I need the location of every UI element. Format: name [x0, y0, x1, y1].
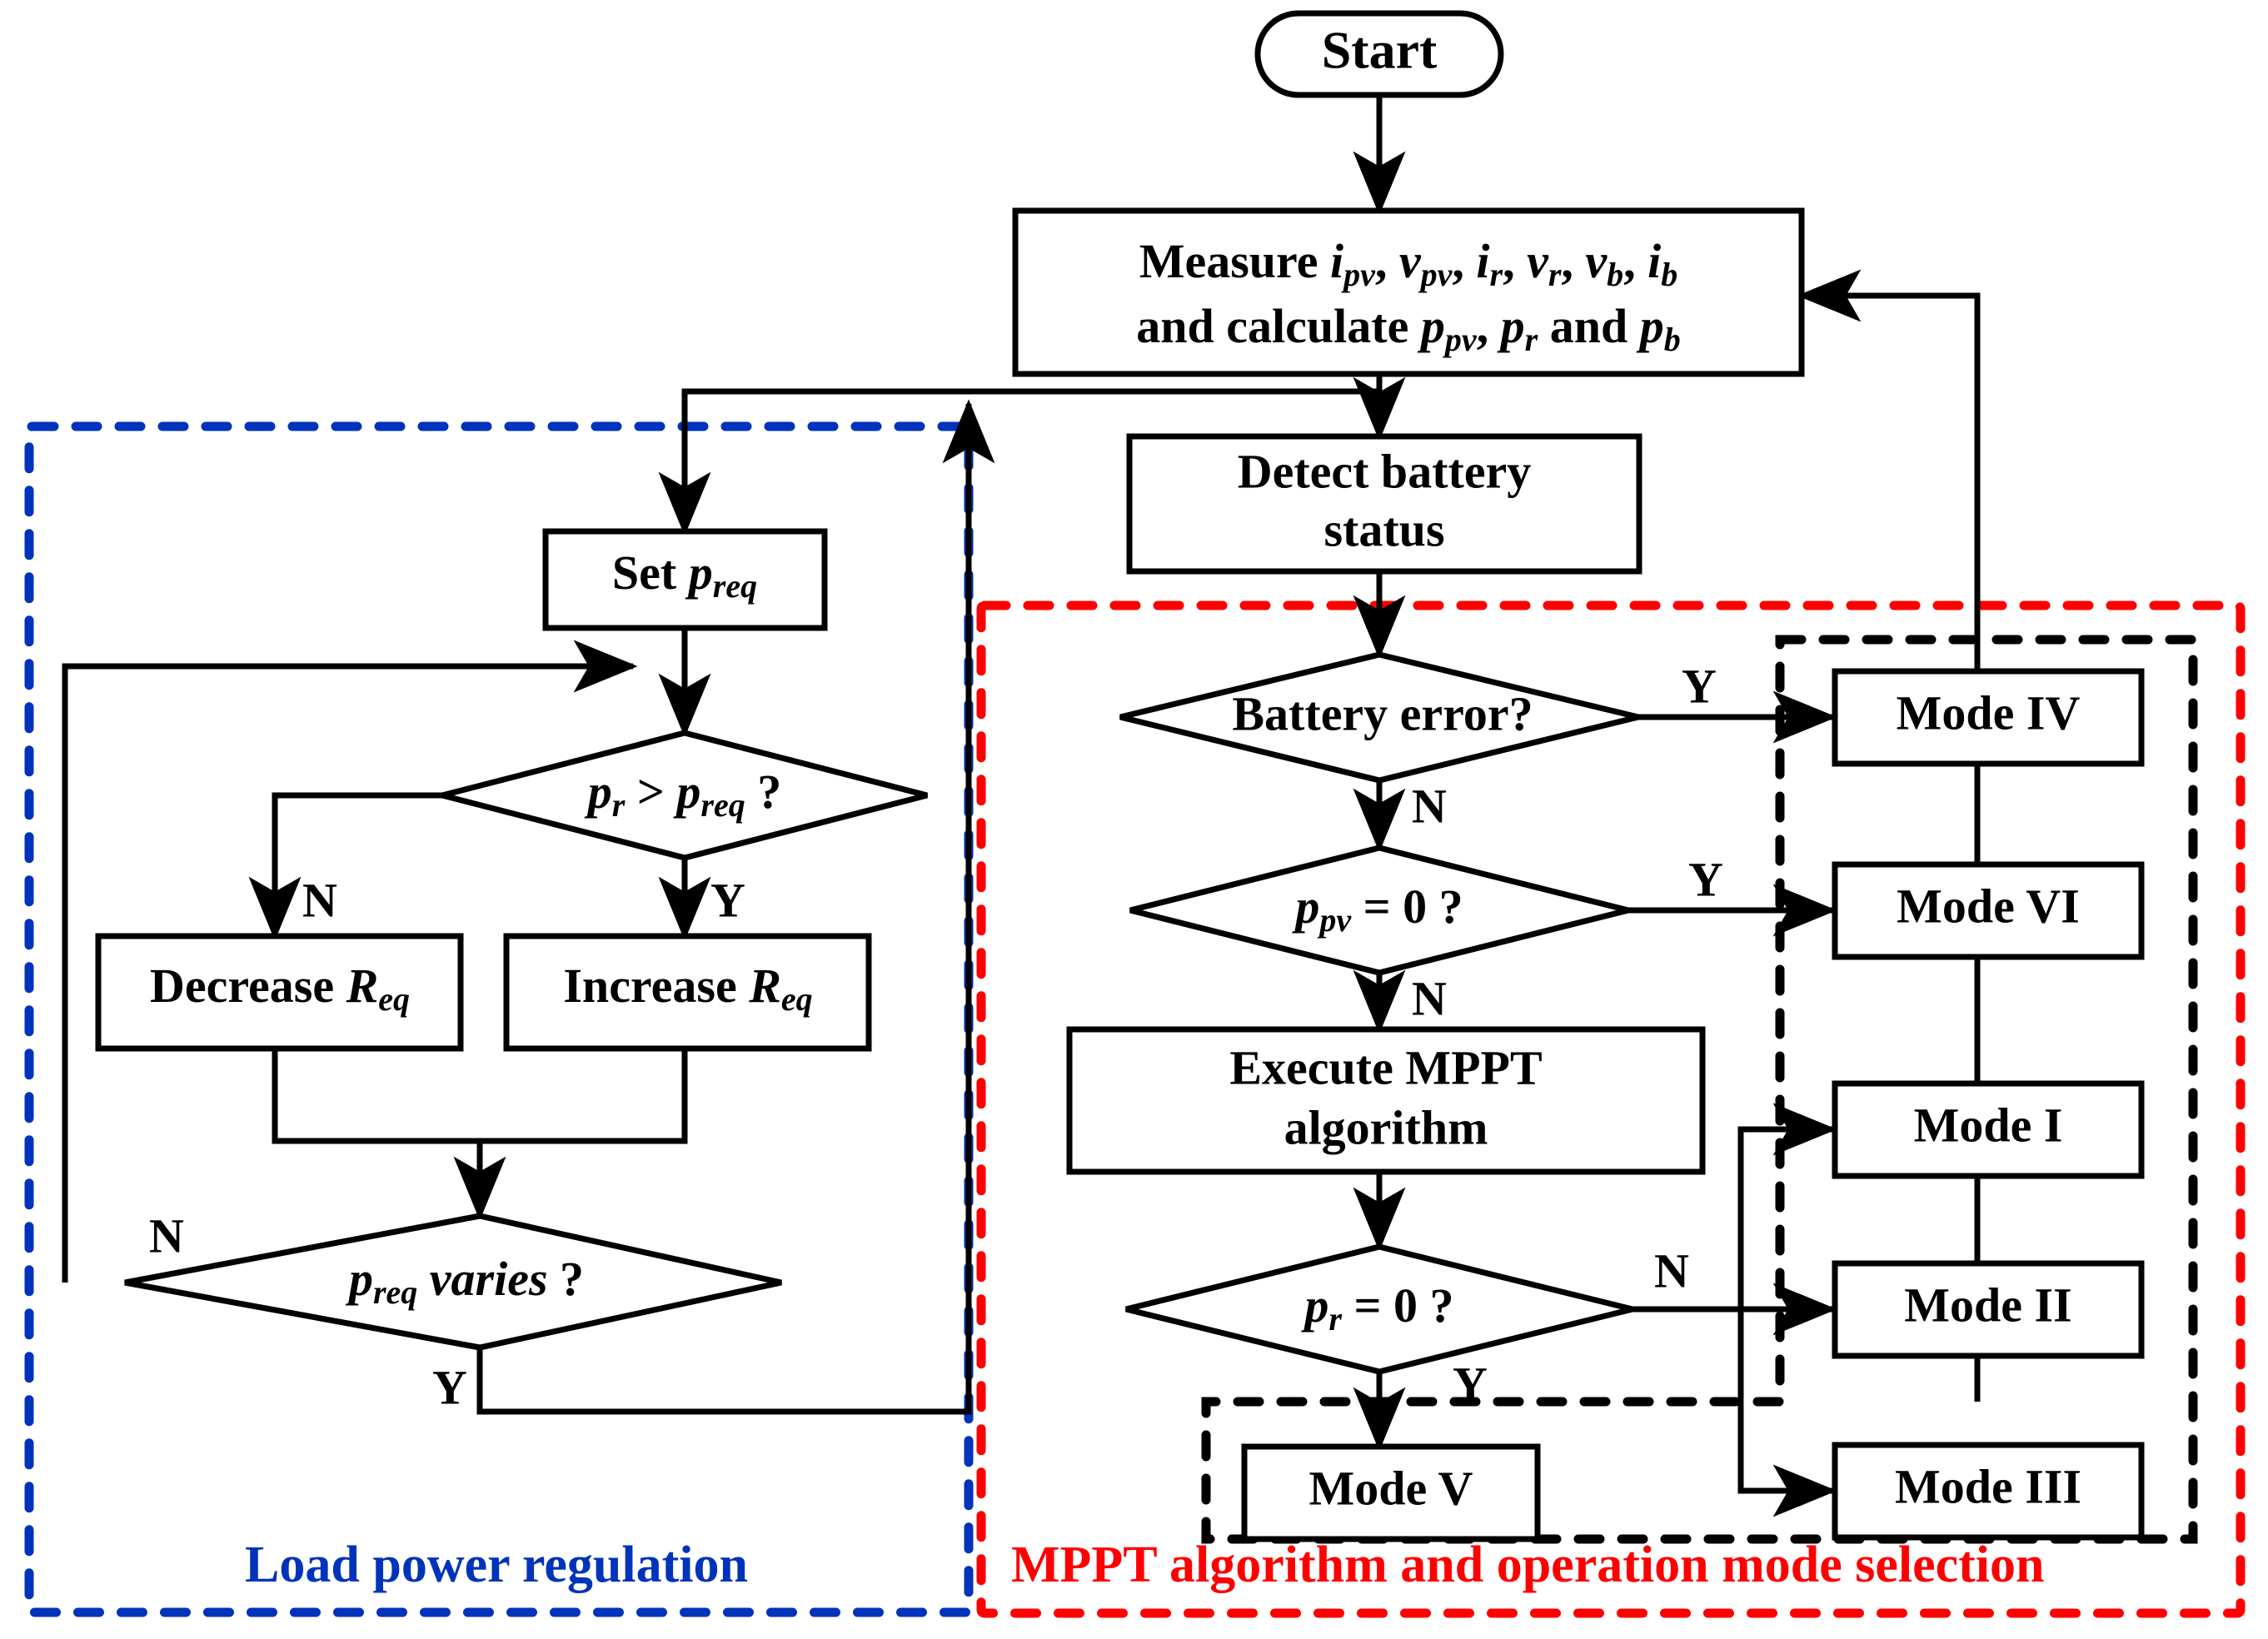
branch-label-pr-zero-yes: Y	[1453, 1357, 1488, 1411]
node-ppv-zero[interactable]	[1129, 844, 1629, 976]
set-prefix: Set	[612, 546, 689, 600]
node-decrease-req-label: Decrease Req	[150, 959, 410, 1018]
branch-label-preq-varies-yes: Y	[432, 1360, 467, 1414]
branch-label-ppv-zero-yes: Y	[1688, 852, 1723, 906]
node-pr-zero[interactable]	[1125, 1243, 1633, 1375]
node-mode-vi-label: Mode VI	[1897, 879, 2080, 933]
pv-tail: ?	[548, 1252, 585, 1306]
pr-sub: r	[1328, 1300, 1342, 1338]
measure-word: Measure	[1139, 234, 1318, 288]
inc-sub: eq	[781, 980, 813, 1018]
pv-mid: varies	[417, 1252, 547, 1306]
prgt-sub1: r	[612, 786, 626, 824]
ppv-tail: = 0 ?	[1351, 879, 1463, 934]
group-box-mppt	[976, 600, 2246, 1618]
node-decrease-req[interactable]	[95, 933, 464, 1052]
node-mode-i-label: Mode I	[1914, 1098, 2063, 1152]
pv-base: p	[345, 1252, 373, 1306]
node-ppv-zero-label: ppv = 0 ?	[1291, 879, 1463, 939]
node-preq-varies[interactable]	[124, 1213, 782, 1351]
node-mode-v[interactable]	[1241, 1443, 1541, 1542]
node-pr-gt-preq[interactable]	[441, 730, 928, 861]
node-set-preq[interactable]	[542, 528, 828, 631]
node-execute-mppt-line1: Execute MPPT	[1229, 1040, 1542, 1094]
node-preq-varies-label: preq varies ?	[345, 1252, 584, 1311]
prgt-base1: p	[584, 765, 612, 819]
branch-label-pr-zero-no: N	[1654, 1243, 1689, 1298]
and-calculate-word: and calculate	[1136, 299, 1408, 353]
connector-merge-decrease-increase	[272, 1049, 688, 1144]
prgt-mid: >	[625, 765, 676, 819]
ppv-sub: pv	[1317, 901, 1352, 939]
branch-label-pr-gt-preq-no: N	[302, 873, 337, 927]
set-sub: req	[713, 567, 757, 605]
set-base: p	[685, 546, 713, 600]
connector-preq-varies-yes-return	[476, 399, 995, 1415]
node-mode-iv[interactable]	[1832, 668, 2145, 767]
node-increase-req[interactable]	[503, 933, 872, 1052]
and-word: and	[1550, 299, 1628, 353]
inc-base: R	[748, 959, 781, 1013]
node-pr-gt-preq-label: pr > preq ?	[584, 765, 781, 824]
dec-base: R	[346, 959, 379, 1013]
node-mode-i[interactable]	[1832, 1080, 2145, 1179]
node-mode-iv-label: Mode IV	[1897, 685, 2081, 740]
branch-label-battery-error-no: N	[1412, 779, 1447, 833]
node-execute-mppt[interactable]	[1066, 1026, 1706, 1175]
node-mode-vi[interactable]	[1832, 861, 2145, 960]
node-measure-line1: Measure ipv, vpv, ir, vr, vb, ib	[1139, 234, 1678, 293]
node-mode-ii[interactable]	[1832, 1260, 2145, 1359]
branch-label-ppv-zero-no: N	[1412, 971, 1447, 1025]
node-pr-zero-label: pr = 0 ?	[1300, 1278, 1453, 1338]
node-measure-line2: and calculate ppv, pr and pb	[1136, 299, 1680, 358]
dec-prefix: Decrease	[150, 959, 346, 1013]
prgt-base2: p	[672, 765, 700, 819]
pv-sub: req	[373, 1273, 417, 1311]
branch-label-preq-varies-no: N	[149, 1208, 184, 1263]
node-detect-battery-line2: status	[1323, 502, 1444, 556]
ppv-base: p	[1291, 879, 1319, 934]
branch-label-pr-gt-preq-yes: Y	[710, 873, 745, 927]
pr-base: p	[1300, 1278, 1328, 1333]
connector-pr-gt-preq-no-to-decrease	[248, 792, 463, 941]
node-start[interactable]	[1254, 10, 1504, 98]
node-measure[interactable]	[1012, 207, 1805, 377]
node-mode-v-label: Mode V	[1308, 1461, 1473, 1515]
node-set-preq-label: Set preq	[612, 546, 757, 605]
node-detect-battery-line1: Detect battery	[1238, 444, 1532, 498]
inc-prefix: Increase	[563, 959, 749, 1013]
connector-measure-to-set-preq	[658, 388, 1379, 536]
connector-pr-zero-no-to-mode-iii	[1737, 1309, 1837, 1517]
node-detect-battery-status[interactable]	[1126, 433, 1642, 575]
pr-tail: = 0 ?	[1342, 1278, 1454, 1333]
branch-label-battery-error-yes: Y	[1682, 659, 1717, 713]
group-box-modes	[1201, 635, 2198, 1544]
prgt-sub2: req	[700, 786, 745, 824]
prgt-tail: ?	[745, 765, 782, 819]
connector-pr-zero-no-to-mode-i	[1737, 1103, 1837, 1309]
group-label-mppt: MPPT algorithm and operation mode select…	[1011, 1537, 2044, 1593]
node-battery-error-label: Battery error?	[1232, 686, 1533, 740]
node-battery-error[interactable]	[1119, 651, 1639, 784]
group-label-load-power-regulation: Load power regulation	[245, 1537, 748, 1593]
node-mode-ii-label: Mode II	[1904, 1278, 2071, 1332]
connector-modes-return-to-measure	[1797, 269, 1981, 1402]
connector-preq-varies-no-loop	[62, 640, 638, 1283]
node-mode-iii-label: Mode III	[1895, 1459, 2081, 1513]
node-mode-iii[interactable]	[1832, 1442, 2145, 1541]
dec-sub: eq	[378, 980, 410, 1018]
node-execute-mppt-line2: algorithm	[1284, 1100, 1488, 1154]
node-increase-req-label: Increase Req	[563, 959, 812, 1018]
node-start-label: Start	[1322, 21, 1438, 80]
